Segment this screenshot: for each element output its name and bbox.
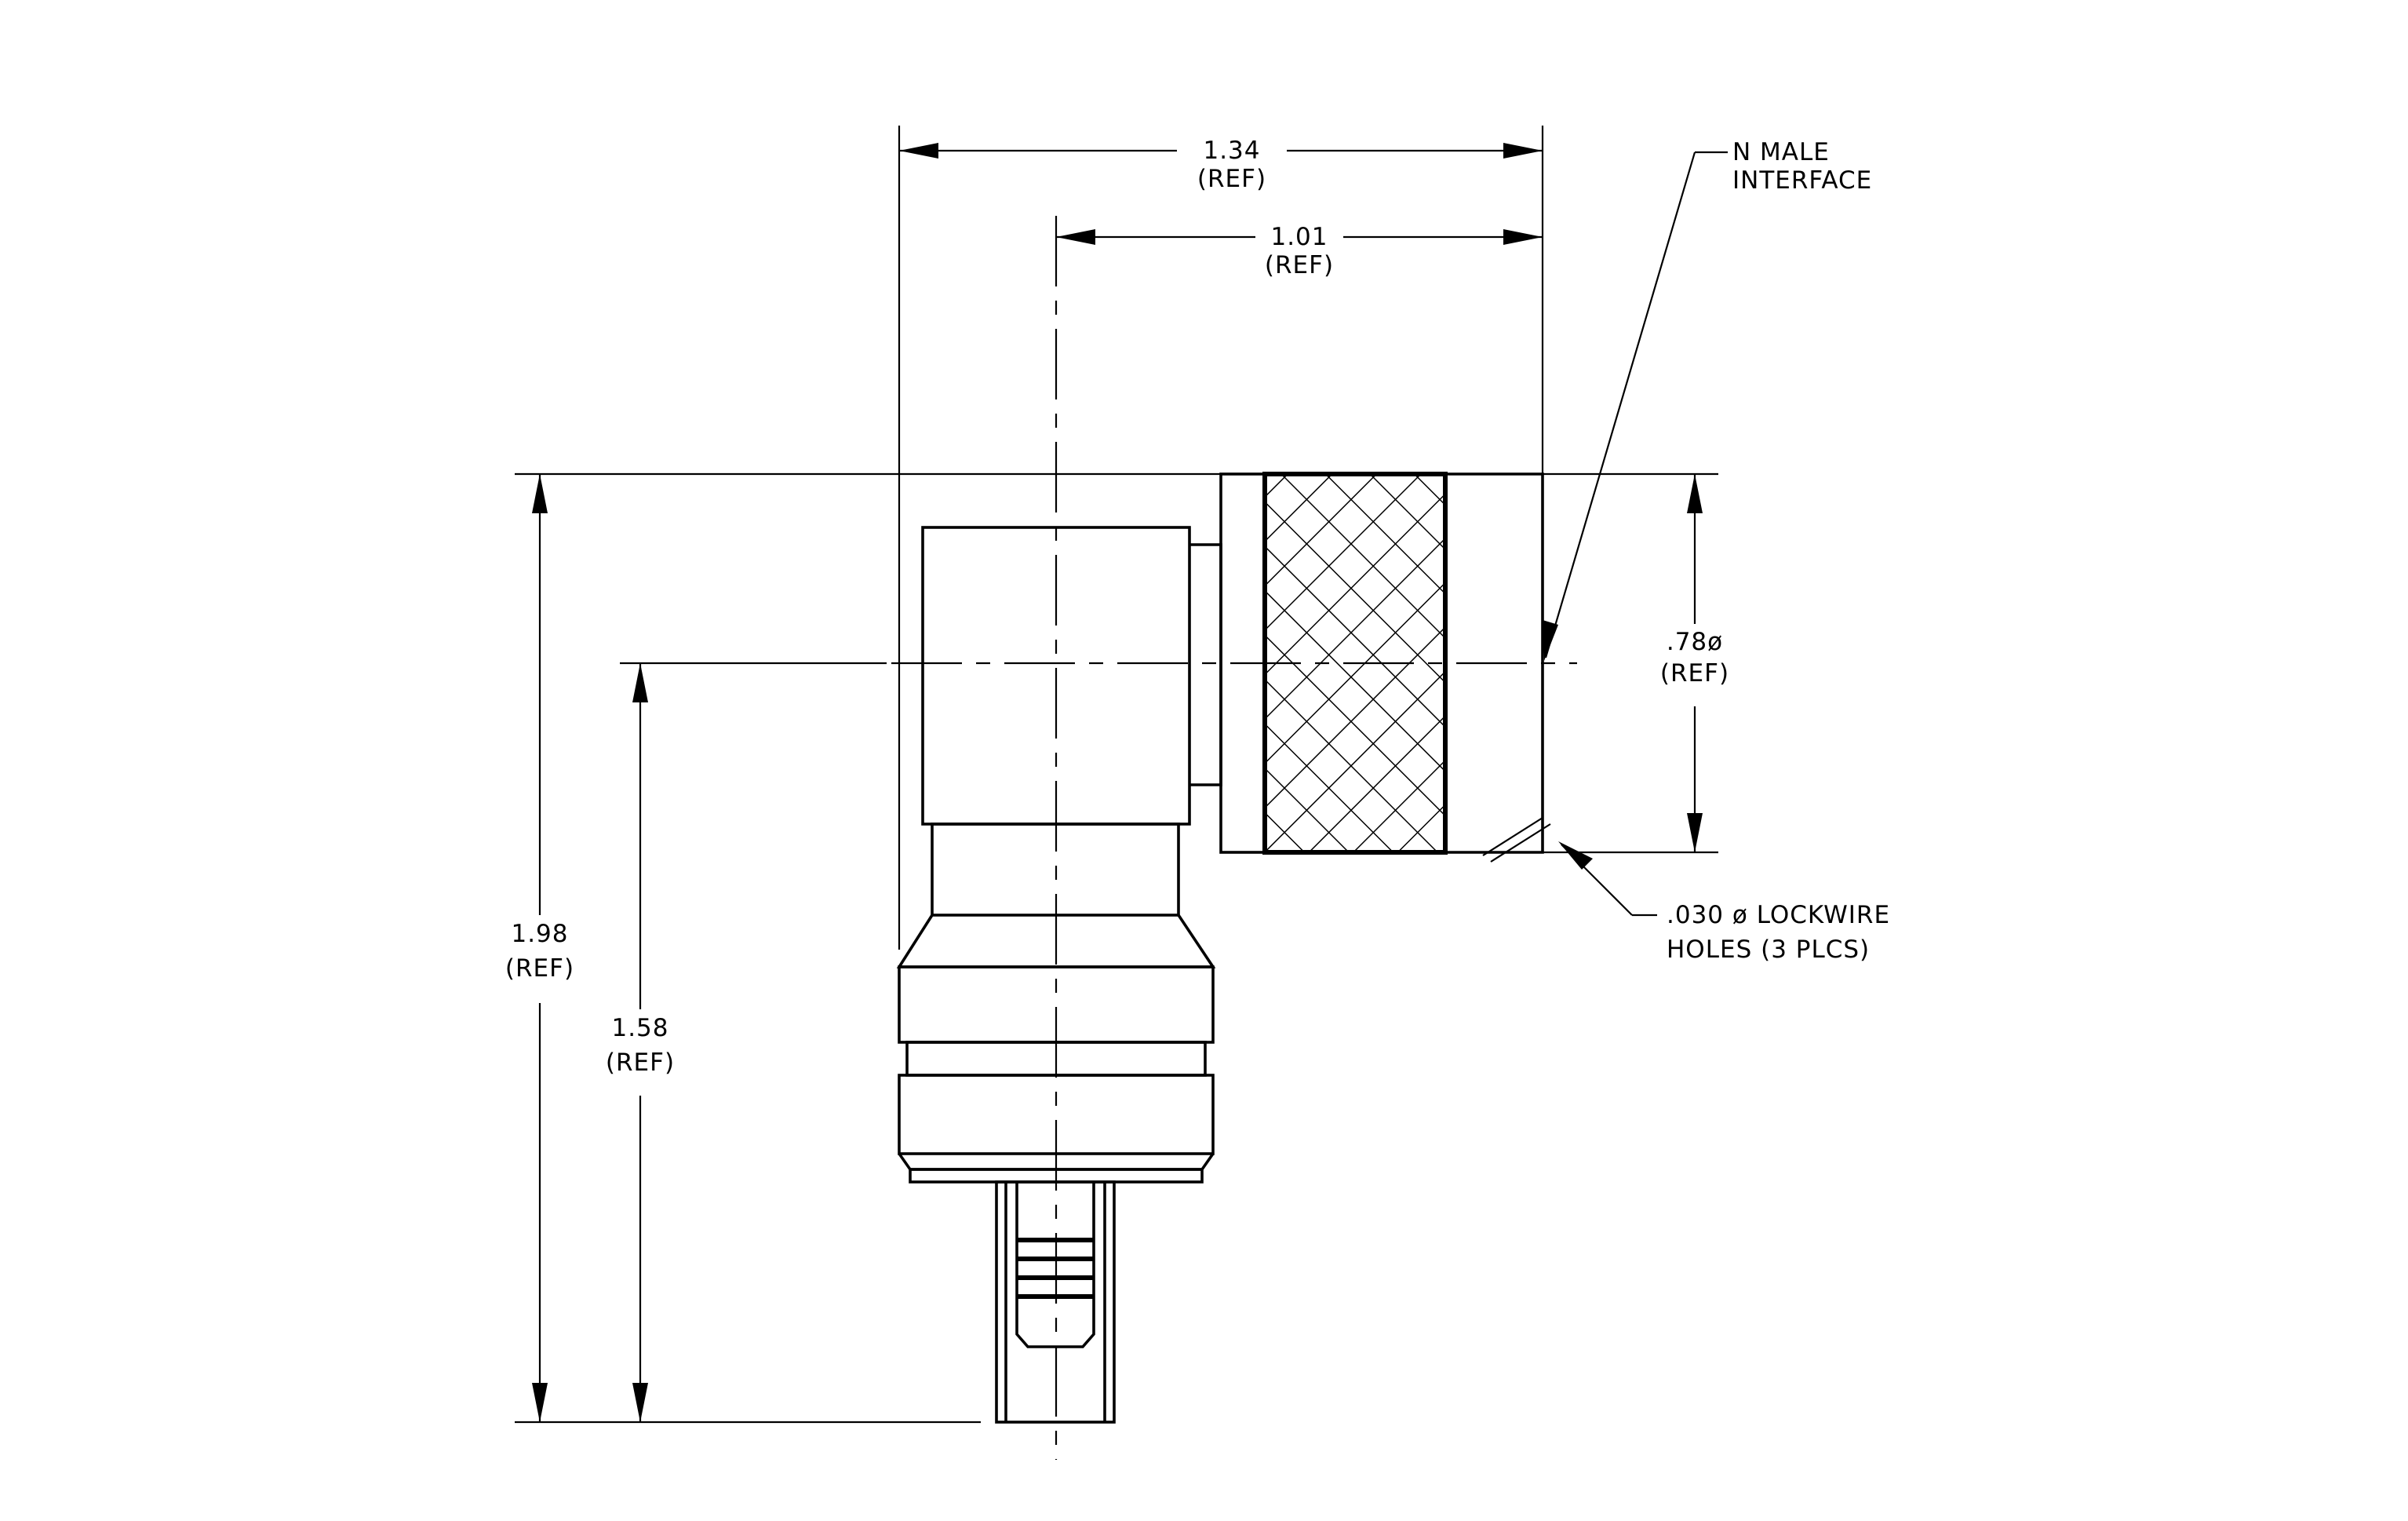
dim-1-01-value: 1.01 bbox=[1270, 223, 1328, 251]
lockwire-callout-line2: HOLES (3 PLCS) bbox=[1667, 936, 1870, 964]
extension-lines bbox=[515, 126, 1718, 1424]
dim-1-98-value: 1.98 bbox=[511, 920, 568, 948]
dimension-1-01 bbox=[1056, 229, 1543, 245]
dim-78-dia-note: (REF) bbox=[1660, 659, 1729, 688]
dim-1-01-note: (REF) bbox=[1265, 251, 1334, 279]
dimension-1-34 bbox=[899, 143, 1543, 159]
dim-1-98-note: (REF) bbox=[505, 954, 574, 983]
dim-1-34-value: 1.34 bbox=[1203, 137, 1260, 165]
interface-callout-line1: N MALE bbox=[1732, 138, 1830, 166]
dimension-1-58 bbox=[632, 663, 648, 1422]
lockwire-leader bbox=[1558, 841, 1657, 917]
interface-callout-line2: INTERFACE bbox=[1732, 166, 1872, 195]
dimension-78-dia bbox=[1687, 474, 1703, 852]
dimension-1-98 bbox=[532, 474, 548, 1422]
dim-1-34-note: (REF) bbox=[1197, 165, 1266, 193]
dim-1-58-note: (REF) bbox=[606, 1049, 675, 1077]
dim-78-dia-value: .78ø bbox=[1667, 628, 1723, 656]
lockwire-hole-marks bbox=[1482, 817, 1551, 863]
dim-1-58-value: 1.58 bbox=[611, 1014, 668, 1042]
lockwire-callout-line1: .030 ø LOCKWIRE bbox=[1667, 901, 1890, 929]
center-lines bbox=[891, 216, 1577, 1460]
connector-body bbox=[896, 472, 1544, 1424]
interface-leader bbox=[1543, 151, 1728, 661]
